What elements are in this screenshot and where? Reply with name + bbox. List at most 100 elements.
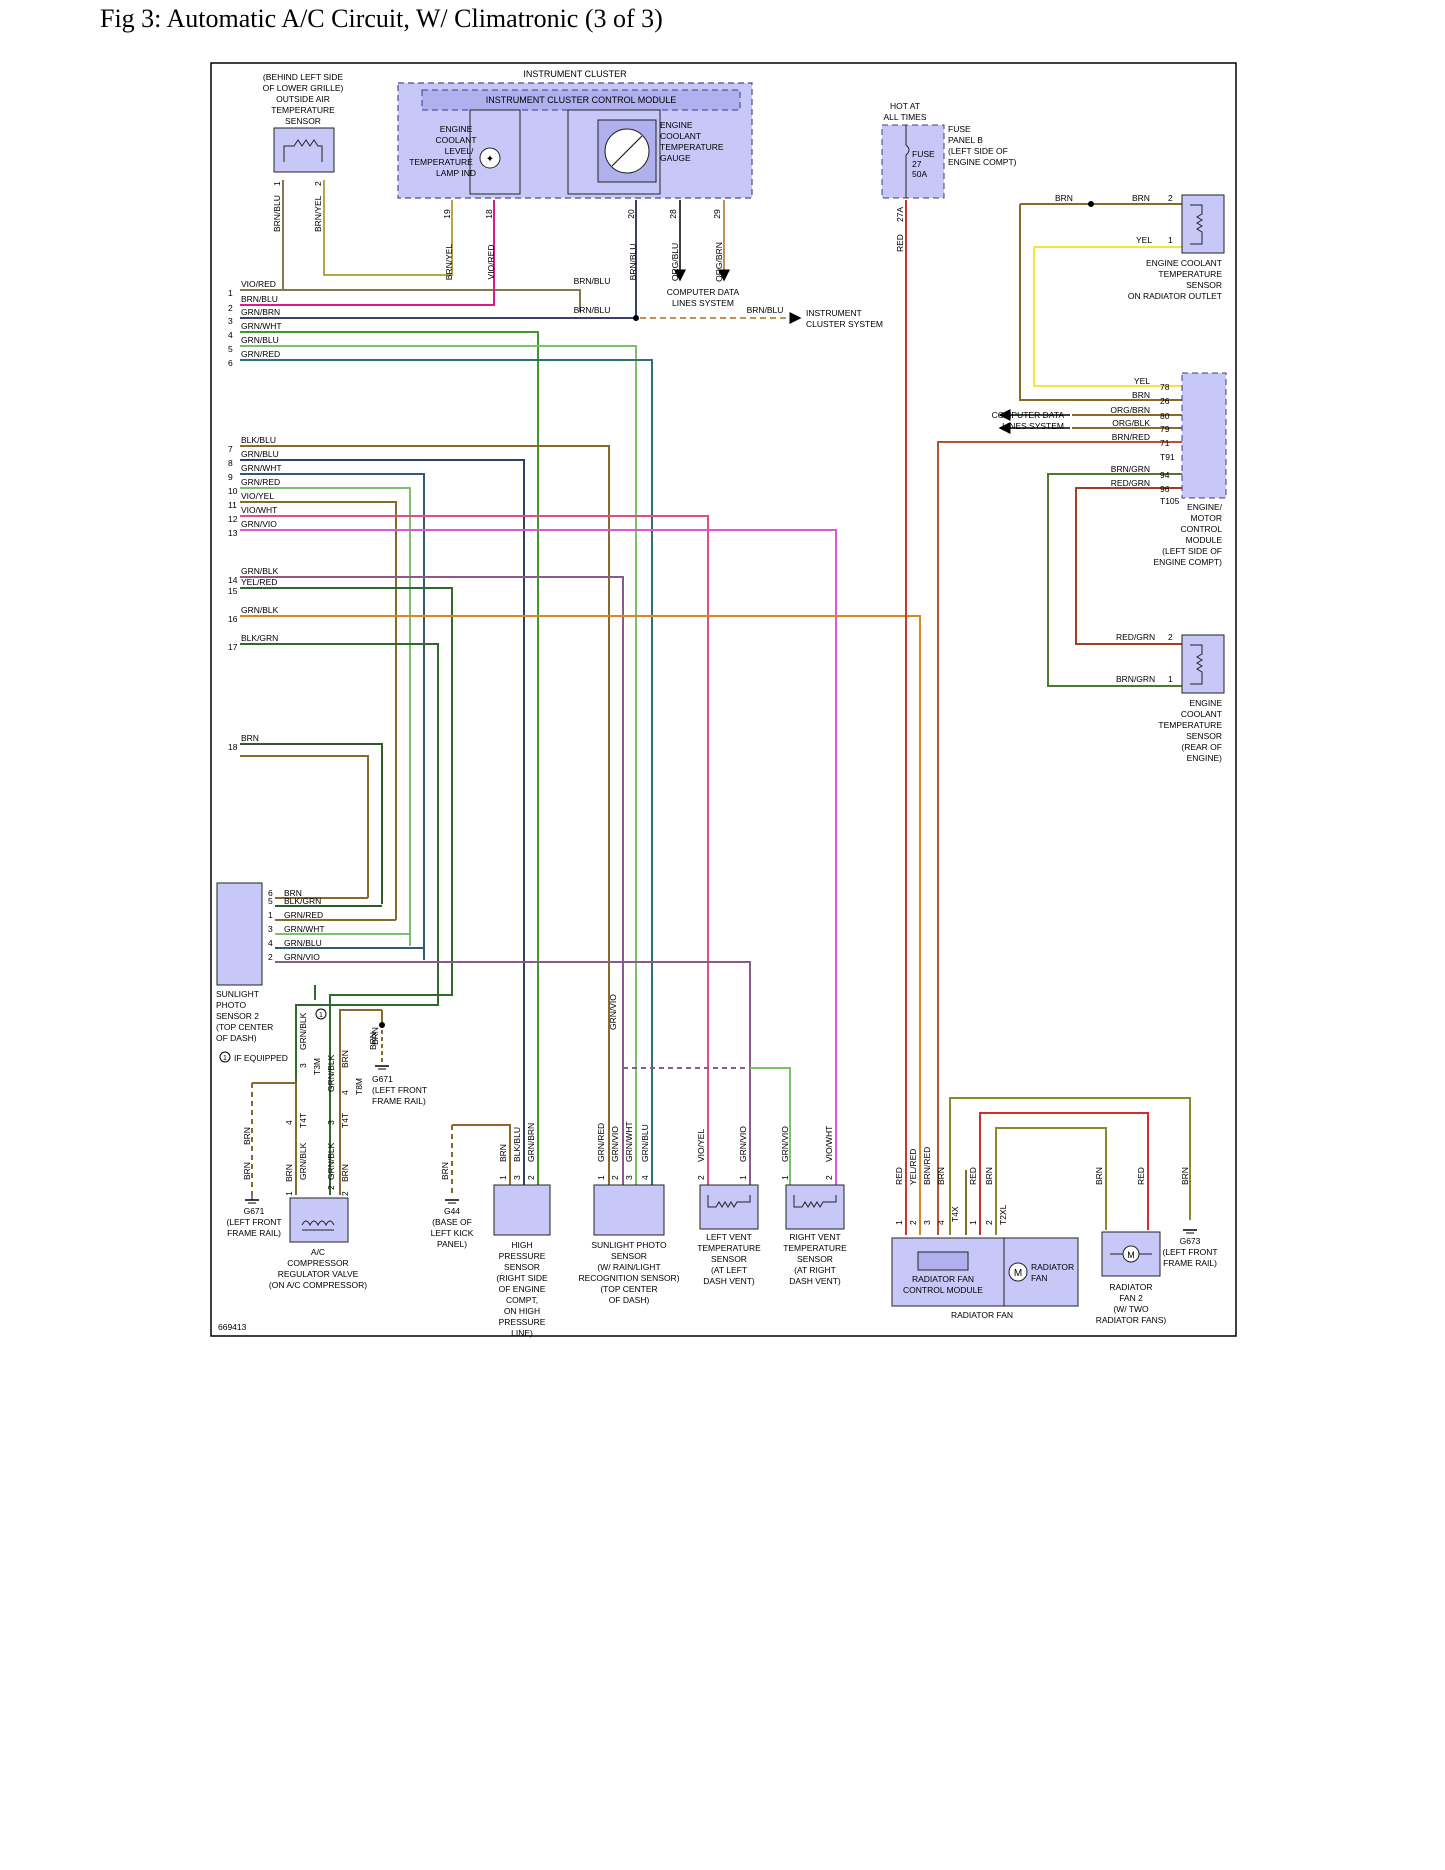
sunlight-2-label: SUNLIGHT PHOTO SENSOR 2 (TOP CENTER OF D… <box>216 989 273 1043</box>
sunlight-2-wire: GRN/BLU <box>284 938 322 948</box>
svg-text:RED: RED <box>968 1167 978 1185</box>
left-connector-wire: GRN/BLU <box>241 449 279 459</box>
computer-data-lines-right: COMPUTER DATA LINES SYSTEM <box>992 410 1065 431</box>
computer-data-lines-top: COMPUTER DATA LINES SYSTEM <box>667 287 740 308</box>
svg-text:(BASE OF: (BASE OF <box>432 1217 472 1227</box>
svg-text:(LEFT FRONT: (LEFT FRONT <box>1162 1247 1217 1257</box>
sunlight-2-pin: 3 <box>268 924 273 934</box>
svg-text:1: 1 <box>894 1220 904 1225</box>
svg-text:3: 3 <box>922 1220 932 1225</box>
footnote-icon <box>219 1051 231 1063</box>
svg-text:T2XL: T2XL <box>998 1204 1008 1225</box>
svg-text:OF DASH): OF DASH) <box>216 1033 257 1043</box>
coolant-lamp-icon <box>479 147 501 169</box>
svg-text:OUTSIDE AIR: OUTSIDE AIR <box>276 94 330 104</box>
svg-text:2: 2 <box>908 1220 918 1225</box>
cluster-pins: 19 BRN/YEL 18 VIO/RED 20 BRN/BLU 28 ORG/… <box>442 209 724 282</box>
svg-text:SUNLIGHT: SUNLIGHT <box>216 989 259 999</box>
svg-text:BRN/BLU: BRN/BLU <box>628 244 638 281</box>
sunlight-2-pin: 2 <box>268 952 273 962</box>
svg-text:3: 3 <box>512 1175 522 1180</box>
ecm-pin: 96 <box>1160 484 1170 494</box>
svg-text:4: 4 <box>640 1175 650 1180</box>
svg-text:RECOGNITION SENSOR): RECOGNITION SENSOR) <box>578 1273 679 1283</box>
svg-text:GRN/RED: GRN/RED <box>596 1123 606 1162</box>
ecm-wire: ORG/BLK <box>1112 418 1150 428</box>
svg-text:COMPT,: COMPT, <box>506 1295 538 1305</box>
svg-text:PANEL B: PANEL B <box>948 135 983 145</box>
left-connector-pin: 9 <box>228 472 233 482</box>
left-connector-pin: 10 <box>228 486 238 496</box>
svg-text:3: 3 <box>624 1175 634 1180</box>
g671b-brn: BRN <box>370 1027 380 1045</box>
wire-brn-blu <box>240 200 495 306</box>
svg-text:RADIATOR FANS): RADIATOR FANS) <box>1096 1315 1167 1325</box>
radiator-fan-box <box>891 1237 1079 1307</box>
svg-text:GRN/BLK: GRN/BLK <box>326 1054 336 1092</box>
svg-text:4: 4 <box>284 1120 294 1125</box>
svg-text:RED: RED <box>894 1167 904 1185</box>
coolant-lamp-label: ENGINE COOLANT LEVEL/ TEMPERATURE LAMP I… <box>409 124 476 178</box>
svg-text:HOT AT: HOT AT <box>890 101 920 111</box>
left-connector-wire: GRN/BLU <box>241 335 279 345</box>
svg-text:LINES SYSTEM: LINES SYSTEM <box>672 298 734 308</box>
svg-text:GAUGE: GAUGE <box>660 153 691 163</box>
svg-text:LEFT VENT: LEFT VENT <box>706 1232 752 1242</box>
ecm-box <box>1181 372 1227 499</box>
svg-text:OF ENGINE: OF ENGINE <box>499 1284 546 1294</box>
hp-wire-labels: BRN BLK/BLU GRN/BRN 1 3 2 <box>498 1123 536 1180</box>
svg-text:2: 2 <box>610 1175 620 1180</box>
left-connector-pin: 18 <box>228 742 238 752</box>
svg-text:BRN/YEL: BRN/YEL <box>313 195 323 232</box>
svg-text:GRN/VIO: GRN/VIO <box>610 1126 620 1162</box>
svg-text:29: 29 <box>712 209 722 219</box>
svg-text:VIO/RED: VIO/RED <box>486 245 496 280</box>
svg-text:DASH VENT): DASH VENT) <box>703 1276 755 1286</box>
icm-box <box>421 89 741 111</box>
svg-text:LINE): LINE) <box>511 1328 533 1338</box>
svg-text:GRN/BLU: GRN/BLU <box>640 1124 650 1162</box>
svg-text:BRN: BRN <box>242 1127 252 1145</box>
svg-text:LEFT KICK: LEFT KICK <box>431 1228 474 1238</box>
svg-text:RIGHT VENT: RIGHT VENT <box>789 1232 840 1242</box>
svg-text:TEMPERATURE: TEMPERATURE <box>409 157 473 167</box>
svg-text:(TOP CENTER: (TOP CENTER <box>216 1022 273 1032</box>
sunlight-2-pin: 1 <box>268 910 273 920</box>
svg-text:RED: RED <box>1136 1167 1146 1185</box>
svg-text:A/C: A/C <box>311 1247 325 1257</box>
svg-text:50A: 50A <box>912 169 927 179</box>
sunlight-photo-sensor <box>593 1184 665 1236</box>
svg-text:2: 2 <box>696 1175 706 1180</box>
ecm-pins: 78YEL26BRN80ORG/BRN79ORG/BLK71BRN/REDT91… <box>1110 376 1179 506</box>
svg-text:SENSOR: SENSOR <box>711 1254 747 1264</box>
left-connector-pin: 6 <box>228 358 233 368</box>
ect1-labels: BRN BRN 2 YEL 1 <box>1055 193 1173 245</box>
svg-text:FRAME RAIL): FRAME RAIL) <box>1163 1258 1217 1268</box>
svg-text:1: 1 <box>1168 235 1173 245</box>
svg-text:LEVEL/: LEVEL/ <box>445 146 474 156</box>
fuse-panel-box <box>881 124 945 199</box>
ground-g673-icon <box>1183 1229 1197 1234</box>
left-connector-pin: 8 <box>228 458 233 468</box>
fuse-label: FUSE 27 50A <box>912 149 935 179</box>
svg-text:T4T: T4T <box>298 1113 308 1128</box>
ect2-labels: RED/GRN 2 BRN/GRN 1 <box>1116 632 1173 684</box>
ecm-wire: YEL <box>1134 376 1150 386</box>
left-connector-wire: GRN/BLK <box>241 566 279 576</box>
svg-text:LAMP IND: LAMP IND <box>436 168 476 178</box>
svg-text:4: 4 <box>340 1090 350 1095</box>
ecm-pin: T105 <box>1160 496 1180 506</box>
svg-text:BRN: BRN <box>936 1167 946 1185</box>
svg-text:2: 2 <box>1168 193 1173 203</box>
outside-air-sensor-label: (BEHIND LEFT SIDE OF LOWER GRILLE) OUTSI… <box>263 72 344 126</box>
sunlight-2-wire: GRN/VIO <box>284 952 320 962</box>
svg-text:1: 1 <box>223 1055 227 1062</box>
svg-text:2: 2 <box>824 1175 834 1180</box>
left-connector-pin: 12 <box>228 514 238 524</box>
ect-radiator-outlet-sensor <box>1181 194 1225 254</box>
radiator-fan-label: RADIATOR FAN <box>951 1310 1013 1320</box>
left-connector-pin: 13 <box>228 528 238 538</box>
svg-text:ENGINE COOLANT: ENGINE COOLANT <box>1146 258 1222 268</box>
svg-text:2: 2 <box>340 1191 350 1196</box>
